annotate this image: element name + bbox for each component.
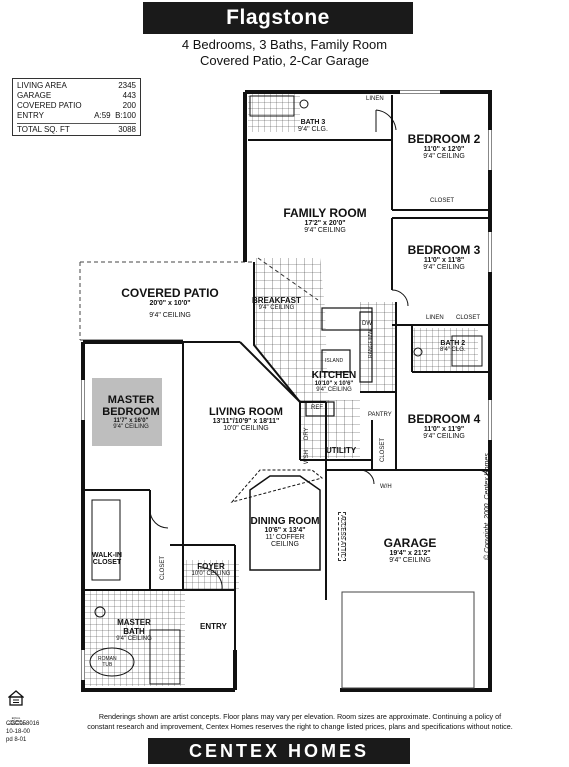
master-bed-sketch xyxy=(92,378,162,446)
utility-closet-label: CLOSET xyxy=(380,437,386,462)
dryer-label: DRY xyxy=(304,427,310,440)
equal-housing-icon: EQUAL HOUSING OPPORTUNITY xyxy=(7,690,26,726)
bedroom4-label: BEDROOM 4 11'0" x 11'9" 9'4" CEILING xyxy=(407,412,481,440)
door-swings xyxy=(149,109,491,591)
range-label: RANGE/MW xyxy=(368,329,374,358)
walk-in-closet-label: WALK-IN CLOSET xyxy=(92,552,122,566)
master-closet-label: CLOSET xyxy=(160,555,166,580)
bath3-label: BATH 3 9'4" CLG. xyxy=(298,119,328,133)
entry-label: ENTRY xyxy=(200,622,227,631)
equal-housing-text: EQUAL HOUSING OPPORTUNITY xyxy=(8,717,27,726)
breakfast-label: BREAKFAST 9'4" CEILING xyxy=(252,296,301,311)
linen-mid-label: LINEN xyxy=(426,315,444,321)
exterior-walls xyxy=(81,90,492,692)
attic-access-label: ACCESS ATTIC xyxy=(338,512,346,561)
covered-patio-label: COVERED PATIO 20'0" x 10'0" 9'4" CEILING xyxy=(121,286,219,319)
washer-label: WSH xyxy=(304,450,310,464)
bedroom2-closet-label: CLOSET xyxy=(430,198,455,204)
plan-title: Flagstone xyxy=(226,6,330,29)
garage-door xyxy=(341,591,475,689)
master-bath-label: MASTER BATH 9'4" CEILING xyxy=(116,618,152,642)
roman-tub-label: ROMAN TUB xyxy=(98,656,117,668)
brand-banner: CENTEX HOMES xyxy=(148,738,410,764)
kitchen-counters xyxy=(305,307,373,417)
water-heater-label: W/H xyxy=(380,484,392,490)
island-label: ISLAND xyxy=(325,358,344,364)
bath2-label: BATH 2 8'4" CLG. xyxy=(440,340,466,353)
bath-fixtures xyxy=(89,95,483,685)
family-room-label: FAMILY ROOM 17'2" x 20'0" 9'4" CEILING xyxy=(283,206,367,234)
subtitle-line-2: Covered Patio, 2-Car Garage xyxy=(199,53,370,68)
brand-name: CENTEX HOMES xyxy=(188,740,370,761)
garage-label: GARAGE 19'4" x 21'2" 9'4" CEILING xyxy=(383,536,437,564)
dining-ceiling-line xyxy=(230,469,324,503)
utility-label: UTILITY xyxy=(326,446,357,455)
dining-room-label: DINING ROOM 10'6" x 13'4" 11' COFFER CEI… xyxy=(250,516,320,548)
living-room-label: LIVING ROOM 13'11"/10'9" x 18'11" 10'0" … xyxy=(209,406,283,432)
dishwasher-label: DW xyxy=(362,321,372,327)
disclaimer: Renderings shown are artist concepts. Fl… xyxy=(87,712,513,731)
master-bedroom-label: MASTER BEDROOM 11'7" x 16'0" 9'4" CEILIN… xyxy=(102,394,160,430)
kitchen-label: KITCHEN 10'10" x 10'6" 9'4" CEILING xyxy=(311,370,357,393)
foyer-label: FOYER 10'0" CEILING xyxy=(191,562,231,577)
tile-floors xyxy=(85,92,478,686)
windows xyxy=(81,90,492,680)
linen-top-label: LINEN xyxy=(366,96,384,102)
pantry-label: PANTRY xyxy=(368,412,392,418)
bedroom3-label: BEDROOM 3 11'0" x 11'8" 9'4" CEILING xyxy=(407,243,481,271)
plan-codes: CGC058016 10-18-00 pd 8-01 xyxy=(6,721,40,743)
stat-row-entry: ENTRY A:59 B:100 xyxy=(17,111,136,120)
dining-room-coffer xyxy=(249,475,321,571)
subtitle-line-1: 4 Bedrooms, 3 Baths, Family Room xyxy=(181,37,388,52)
title-banner: Flagstone xyxy=(143,2,413,34)
bedroom3-closet-label: CLOSET xyxy=(456,315,481,321)
refrigerator-label: REF xyxy=(311,405,323,411)
breakfast-ceiling-line xyxy=(257,257,319,301)
copyright-text: © Copyright, 2000, Centex Homes xyxy=(484,453,491,560)
bedroom2-label: BEDROOM 2 11'0" x 12'0" 9'4" CEILING xyxy=(407,132,481,160)
